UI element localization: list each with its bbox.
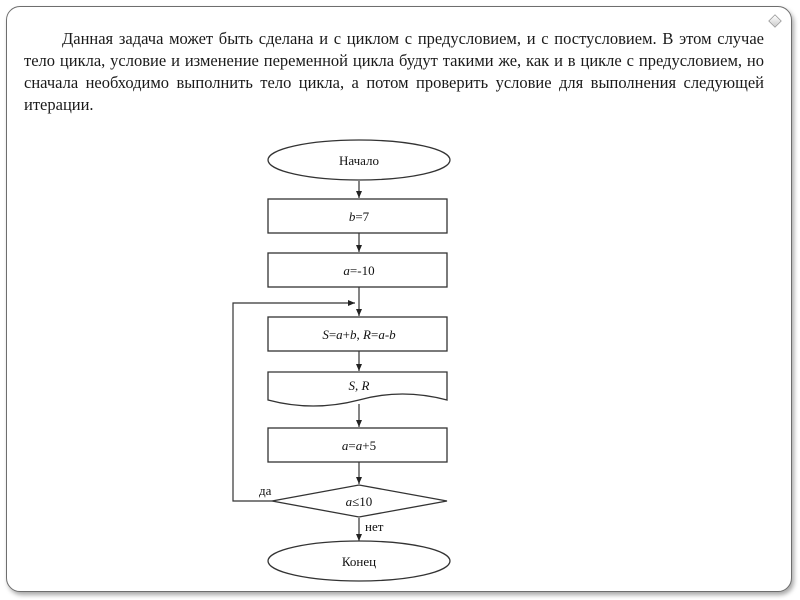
condition-label: a≤10 — [346, 494, 373, 509]
end-terminal — [267, 540, 451, 582]
process-increment-label: a=a+5 — [342, 438, 376, 453]
end-label: Конец — [342, 554, 376, 569]
process-b-label: b=7 — [349, 209, 370, 224]
description-text: Данная задача может быть сделана и с цик… — [24, 29, 764, 114]
process-calc-sr — [267, 316, 448, 352]
process-b-assign — [267, 198, 448, 234]
yes-branch-label: да — [259, 483, 272, 498]
process-a-assign — [267, 252, 448, 288]
process-calc-label: S=a+b, R=a-b — [322, 327, 396, 342]
output-document — [267, 371, 448, 407]
decision-condition — [271, 484, 448, 518]
process-a-label: a=-10 — [343, 263, 374, 278]
description-paragraph: Данная задача может быть сделана и с цик… — [24, 28, 764, 116]
process-increment — [267, 427, 448, 463]
output-label: S, R — [349, 378, 370, 393]
no-branch-label: нет — [365, 519, 384, 534]
start-terminal — [267, 139, 451, 181]
loop-back-line — [232, 300, 355, 502]
start-label: Начало — [339, 153, 379, 168]
